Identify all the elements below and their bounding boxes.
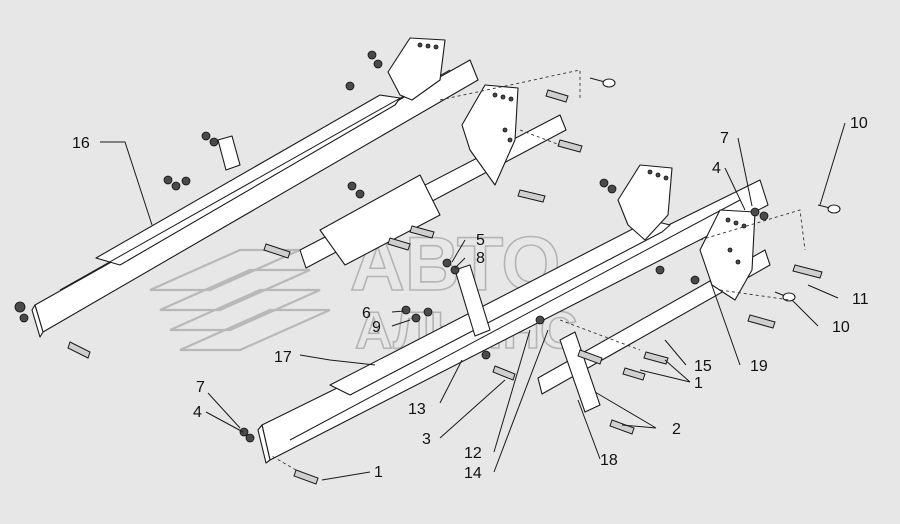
callout-14: 14 [464,465,482,482]
callout-labels: 16 17 10 7 4 5 8 6 9 11 10 15 19 1 2 13 … [72,115,869,482]
callout-10-right: 10 [832,319,850,336]
callout-9: 9 [372,319,381,336]
callout-16: 16 [72,135,90,152]
lower-beam [257,179,769,464]
callout-19: 19 [750,358,768,375]
callout-1-bottom: 1 [374,464,383,481]
callout-3: 3 [422,431,431,448]
callout-1-right: 1 [694,375,703,392]
callout-7-right: 7 [720,130,729,147]
bracket-upper-1 [387,37,446,101]
callout-4-right: 4 [712,160,721,177]
alignment-lines [269,69,806,471]
bolts [67,89,823,485]
plate-18 [559,331,601,413]
plate-13 [454,264,491,337]
callout-6: 6 [362,305,371,322]
callout-11: 11 [852,291,869,308]
leader-lines [100,122,846,481]
upper-beam [31,59,479,338]
callout-5: 5 [476,232,485,249]
callout-7-left: 7 [196,379,205,396]
callout-4-left: 4 [193,404,202,421]
watermark-logo [149,248,331,352]
callout-15: 15 [694,358,712,375]
callout-13: 13 [408,401,426,418]
callout-17: 17 [274,349,292,366]
callout-8: 8 [476,250,485,267]
bracket-lower-1 [617,164,673,241]
callout-2: 2 [672,421,681,438]
bracket-upper-2 [461,84,519,186]
callout-12: 12 [464,445,482,462]
plate-small-upper [217,135,241,171]
callout-18: 18 [600,452,618,469]
callout-10-top: 10 [850,115,868,132]
nuts-washers [14,50,769,443]
